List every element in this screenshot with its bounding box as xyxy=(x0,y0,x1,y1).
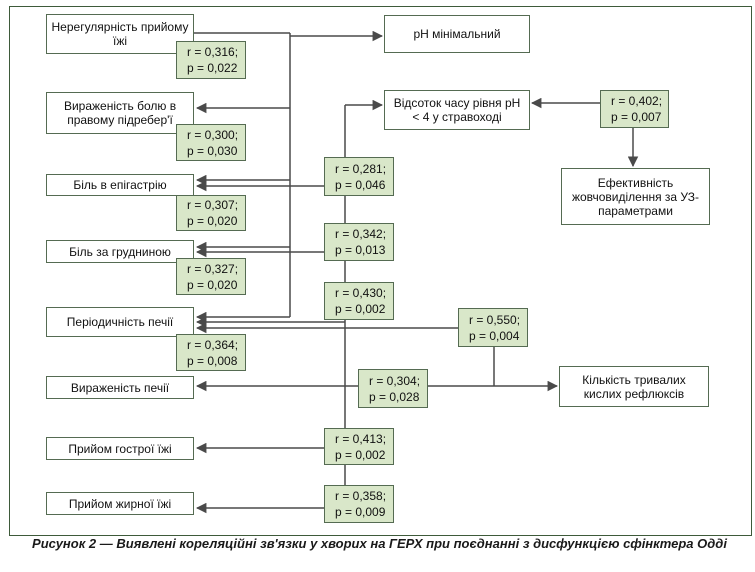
stat-label: r = 0,316;p = 0,022 xyxy=(176,41,246,79)
node-bile-efficiency: Ефективність жовчовиділення за УЗ-параме… xyxy=(561,168,710,225)
stat-label: r = 0,304;p = 0,028 xyxy=(358,369,428,408)
stat-label: r = 0,281;p = 0,046 xyxy=(324,157,394,196)
node-spicy-food: Прийом гострої їжі xyxy=(46,437,194,460)
node-acid-reflux-count: Кількість тривалих кислих рефлюксів xyxy=(559,366,709,407)
node-heartburn-frequency: Періодичність печії xyxy=(46,307,194,337)
node-fatty-food: Прийом жирної їжі xyxy=(46,492,194,515)
node-heartburn-severity: Вираженість печії xyxy=(46,376,194,399)
stat-label: r = 0,358;p = 0,009 xyxy=(324,485,394,523)
stat-label: r = 0,364;p = 0,008 xyxy=(176,334,246,371)
figure-caption: Рисунок 2 — Виявлені кореляційні зв'язки… xyxy=(32,536,727,551)
stat-label: r = 0,413;p = 0,002 xyxy=(324,428,394,465)
node-time-ph-below-4: Відсоток часу рівня pH < 4 у стравоході xyxy=(384,90,530,130)
node-retrosternal-pain: Біль за грудниною xyxy=(46,240,194,263)
stat-label: r = 0,550;p = 0,004 xyxy=(458,308,528,347)
node-pain-right-hypochondrium: Вираженість болю в правому підребер'ї xyxy=(46,92,194,134)
node-epigastric-pain: Біль в епігастрію xyxy=(46,174,194,196)
stat-label: r = 0,402;p = 0,007 xyxy=(600,90,669,128)
stat-label: r = 0,307;p = 0,020 xyxy=(176,195,246,231)
stat-label: r = 0,342;p = 0,013 xyxy=(324,223,394,261)
stat-label: r = 0,327;p = 0,020 xyxy=(176,258,246,295)
stat-label: r = 0,300;p = 0,030 xyxy=(176,124,246,161)
node-ph-minimum: pH мінімальний xyxy=(384,15,530,53)
stat-label: r = 0,430;p = 0,002 xyxy=(324,282,394,320)
node-irregular-meals: Нерегулярність прийому їжі xyxy=(46,14,194,54)
